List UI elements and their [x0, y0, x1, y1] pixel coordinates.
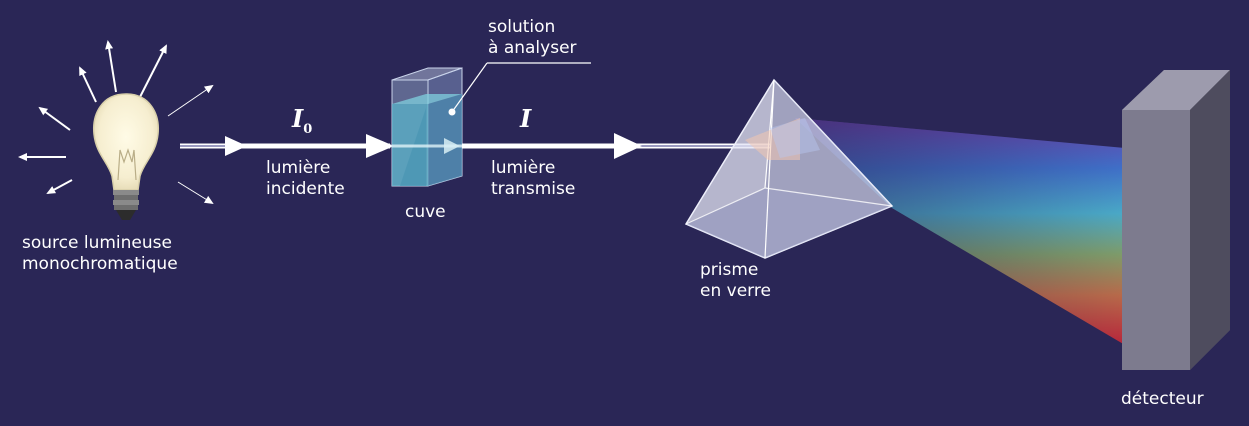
- spectrum-fan: [795, 118, 1125, 345]
- incident-intensity-symbol: I0: [292, 104, 313, 137]
- arrow-head-icon: [366, 134, 394, 158]
- prism-label: prisme en verre: [700, 260, 771, 301]
- transmitted-light-label: lumière transmise: [491, 158, 576, 199]
- solution-pointer: [448, 62, 591, 116]
- solution-label: solution à analyser: [488, 17, 577, 58]
- source-label: source lumineuse monochromatique: [22, 233, 178, 274]
- arrow-head-icon: [225, 136, 247, 156]
- transmitted-beam: [462, 133, 770, 159]
- incident-beam: [180, 134, 394, 158]
- light-bulb-icon: [93, 93, 159, 220]
- cuvette-label: cuve: [405, 202, 446, 222]
- detector-box: [1122, 70, 1230, 370]
- incident-light-label: lumière incidente: [266, 158, 345, 199]
- glass-prism: [684, 78, 894, 259]
- transmitted-intensity-symbol: I: [520, 104, 532, 133]
- light-rays: [18, 40, 214, 205]
- arrow-head-icon: [614, 133, 642, 159]
- cuvette: [391, 67, 463, 187]
- detector-label: détecteur: [1121, 389, 1204, 409]
